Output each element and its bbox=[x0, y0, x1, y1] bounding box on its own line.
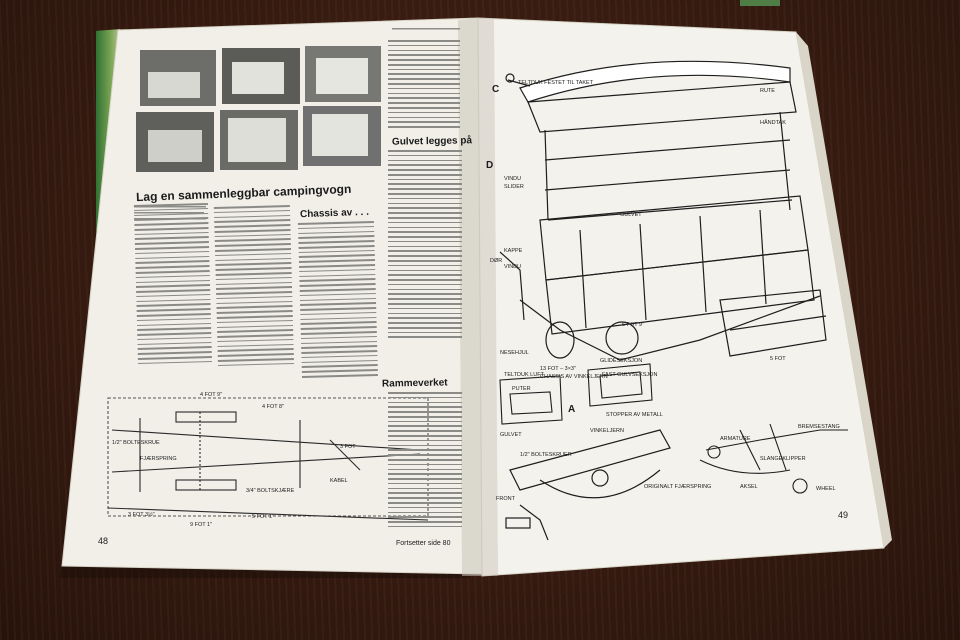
gutter-shadow bbox=[458, 18, 482, 576]
detail-label: FAST GULVSEKSJON bbox=[602, 372, 658, 378]
chassis-label: 3/4" BOLTSKJÆRE bbox=[246, 488, 295, 494]
brake-diagram bbox=[699, 423, 848, 494]
chassis-label: KABEL bbox=[330, 478, 348, 484]
figure-letter-d: D bbox=[486, 160, 494, 171]
brake-label: BREMSESTANG bbox=[798, 424, 840, 430]
brake-label: SLANGEKLIPPER bbox=[760, 456, 806, 462]
continued-note: Fortsetter side 80 bbox=[396, 540, 451, 547]
brake-label: WHEEL bbox=[816, 486, 836, 492]
subheading-frame: Rammeverket bbox=[381, 377, 448, 390]
camper-label: HÅNDTAK bbox=[760, 120, 786, 126]
body-text-column bbox=[388, 392, 462, 531]
axle-spring-diagram bbox=[505, 429, 671, 541]
camper-label: 6 FOT 9" bbox=[622, 322, 645, 328]
body-text-column bbox=[388, 40, 460, 131]
figure-letter-c: C bbox=[492, 84, 500, 95]
body-text-column bbox=[297, 221, 378, 381]
camper-exploded-drawing bbox=[499, 60, 827, 361]
camper-label: CHASSIS AV VINKELJERN bbox=[540, 374, 608, 380]
camper-label: 5 FOT bbox=[770, 356, 786, 362]
photo-grid bbox=[136, 46, 381, 172]
axle-label: ORIGINALT FJÆRSPRING bbox=[644, 484, 712, 490]
detail-label: GULVET bbox=[500, 432, 522, 438]
chassis-label: 3 FOT 3½" bbox=[128, 512, 155, 518]
background-object bbox=[740, 0, 780, 6]
brake-label: ARMATURE bbox=[720, 436, 751, 442]
chassis-label: 4 FOT 9" bbox=[200, 392, 223, 398]
detail-label: TELTDUK LUFT bbox=[504, 372, 544, 378]
chassis-label: 3 FOT bbox=[340, 444, 356, 450]
article-title: Lag en sammenleggbar campingvogn bbox=[135, 181, 352, 205]
camper-label: VINDU bbox=[504, 264, 522, 270]
body-text-column bbox=[388, 150, 462, 341]
camper-label: NESEHJUL bbox=[500, 350, 529, 356]
axle-label: VINKELJERN bbox=[590, 428, 624, 434]
camper-label: VINDU bbox=[504, 176, 522, 182]
camper-label: KAPPE bbox=[504, 248, 523, 254]
right-text-block bbox=[392, 28, 460, 30]
chassis-label: 5 FOT 1" bbox=[252, 514, 275, 520]
camper-label: TELTDUK FESTET TIL TAKET bbox=[518, 80, 594, 86]
camper-label: GULVET bbox=[620, 212, 642, 218]
page-number-left: 48 bbox=[98, 536, 109, 546]
page-edges bbox=[796, 32, 892, 548]
gutter-shadow-right bbox=[478, 18, 498, 576]
body-text-column bbox=[213, 205, 295, 369]
chassis-label: 1/2" BOLTESKRUE bbox=[112, 440, 160, 446]
body-text-column bbox=[133, 203, 213, 367]
subheading-chassis: Chassis av . . . bbox=[299, 206, 370, 221]
detail-label: STOPPER AV METALL bbox=[606, 412, 663, 418]
camper-label: 13 FOT – 3×3" bbox=[540, 366, 576, 372]
brake-label: AKSEL bbox=[740, 484, 758, 490]
detail-diagram-a bbox=[499, 363, 653, 425]
axle-label: FRONT bbox=[496, 496, 515, 502]
chassis-label: 9 FOT 1" bbox=[190, 522, 213, 528]
camper-label: RUTE bbox=[760, 88, 775, 94]
chassis-diagram bbox=[107, 397, 429, 521]
figure-letter-a: A bbox=[568, 404, 576, 415]
axle-label: 1/2" BOLTESKRUER bbox=[520, 452, 572, 458]
chassis-label: FJÆRSPRING bbox=[140, 456, 177, 462]
camper-label: DØR bbox=[490, 258, 503, 264]
subheading-floor: Gulvet legges på bbox=[391, 135, 473, 148]
detail-label: GLIDESEKSJON bbox=[600, 358, 643, 364]
detail-label: PUTER bbox=[512, 386, 531, 392]
camper-label: SLIDER bbox=[504, 184, 524, 190]
page-number-right: 49 bbox=[838, 510, 849, 520]
chassis-label: 4 FOT 8" bbox=[262, 404, 285, 410]
